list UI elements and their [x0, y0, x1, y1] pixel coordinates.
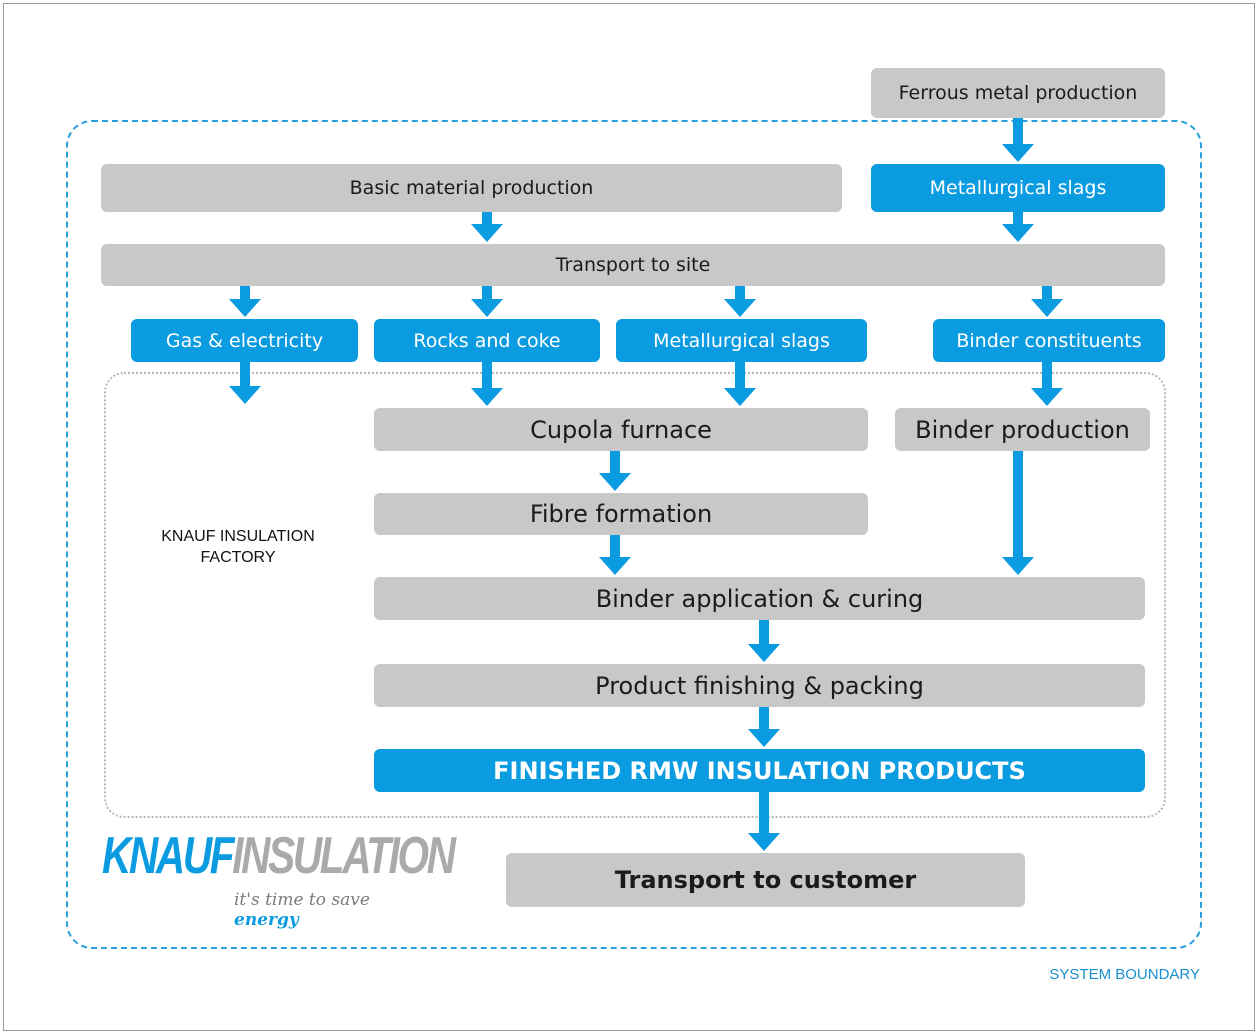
arrow-transport-to-gas [229, 286, 261, 317]
arrow-finished-to-transport [748, 792, 780, 851]
arrow-binder-constituents-to-production [1031, 362, 1063, 406]
knauf-insulation-logo: KNAUFINSULATION it's time to save energy [102, 826, 456, 936]
factory-label: KNAUF INSULATION FACTORY [118, 526, 358, 568]
box-ferrous-metal-production: Ferrous metal production [871, 68, 1165, 118]
logo-brand-knauf: KNAUF [102, 827, 235, 885]
arrow-ferrous-to-slags [1002, 118, 1034, 162]
logo-tagline-text: it's time to save [234, 890, 370, 910]
box-rocks-and-coke: Rocks and coke [374, 319, 600, 362]
box-basic-material-production: Basic material production [101, 164, 842, 212]
outer-frame [3, 3, 1255, 1031]
arrow-rocks-to-cupola [471, 362, 503, 406]
arrow-binder-production-to-application [1002, 451, 1034, 575]
box-binder-production: Binder production [895, 408, 1150, 451]
factory-label-line2: FACTORY [200, 549, 276, 566]
box-binder-application-curing: Binder application & curing [374, 577, 1145, 620]
box-binder-constituents: Binder constituents [933, 319, 1165, 362]
arrow-slags-to-cupola [724, 362, 756, 406]
box-cupola-furnace: Cupola furnace [374, 408, 868, 451]
box-gas-electricity: Gas & electricity [131, 319, 358, 362]
logo-tagline-energy: energy [234, 910, 299, 930]
arrow-transport-to-binder [1031, 286, 1063, 317]
box-transport-to-customer: Transport to customer [506, 853, 1025, 907]
arrow-transport-to-slags [724, 286, 756, 317]
arrow-transport-to-rocks [471, 286, 503, 317]
box-fibre-formation: Fibre formation [374, 493, 868, 535]
box-finished-rmw-insulation-products: FINISHED RMW INSULATION PRODUCTS [374, 749, 1145, 792]
box-product-finishing-packing: Product finishing & packing [374, 664, 1145, 707]
arrow-basic-to-transport [471, 212, 503, 242]
arrow-slags-to-transport [1002, 212, 1034, 242]
arrow-application-to-finishing [748, 620, 780, 662]
box-metallurgical-slags-top: Metallurgical slags [871, 164, 1165, 212]
arrow-finishing-to-finished [748, 707, 780, 747]
box-metallurgical-slags-mid: Metallurgical slags [616, 319, 867, 362]
system-boundary-label: SYSTEM BOUNDARY [1049, 966, 1200, 983]
factory-label-line1: KNAUF INSULATION [161, 528, 315, 545]
box-transport-to-site: Transport to site [101, 244, 1165, 286]
logo-tagline: it's time to save energy [234, 890, 432, 930]
arrow-gas-down [229, 362, 261, 404]
logo-wordmark: KNAUFINSULATION [102, 826, 456, 886]
arrow-fibre-to-binder-application [599, 535, 631, 575]
arrow-cupola-to-fibre [599, 451, 631, 491]
system-boundary [66, 120, 1202, 949]
factory-boundary [104, 372, 1166, 818]
logo-brand-insulation: INSULATION [232, 827, 456, 885]
